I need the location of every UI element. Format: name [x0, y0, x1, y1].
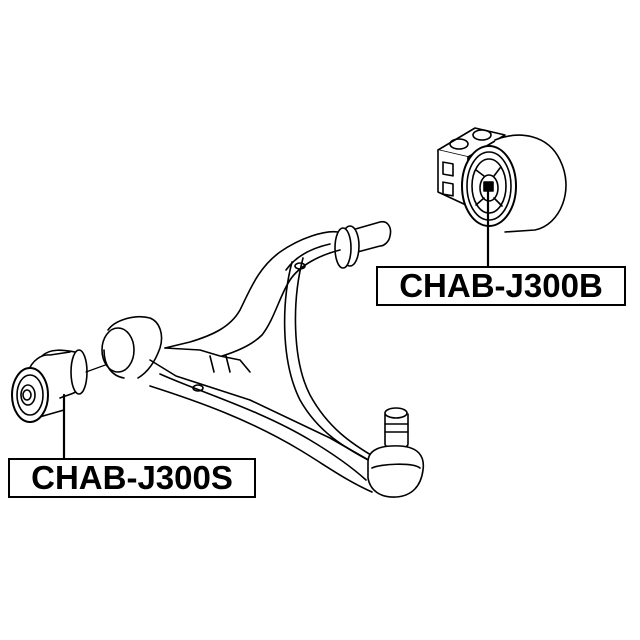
control-arm-drawing — [101, 220, 425, 498]
part-number-b-text: CHAB-J300B — [399, 267, 603, 304]
part-number-label-s: CHAB-J300S — [8, 458, 256, 498]
rear-bushing-drawing — [437, 127, 567, 233]
part-number-label-b: CHAB-J300B — [376, 266, 626, 306]
front-bushing-drawing — [11, 349, 88, 423]
part-number-s-text: CHAB-J300S — [31, 459, 233, 496]
